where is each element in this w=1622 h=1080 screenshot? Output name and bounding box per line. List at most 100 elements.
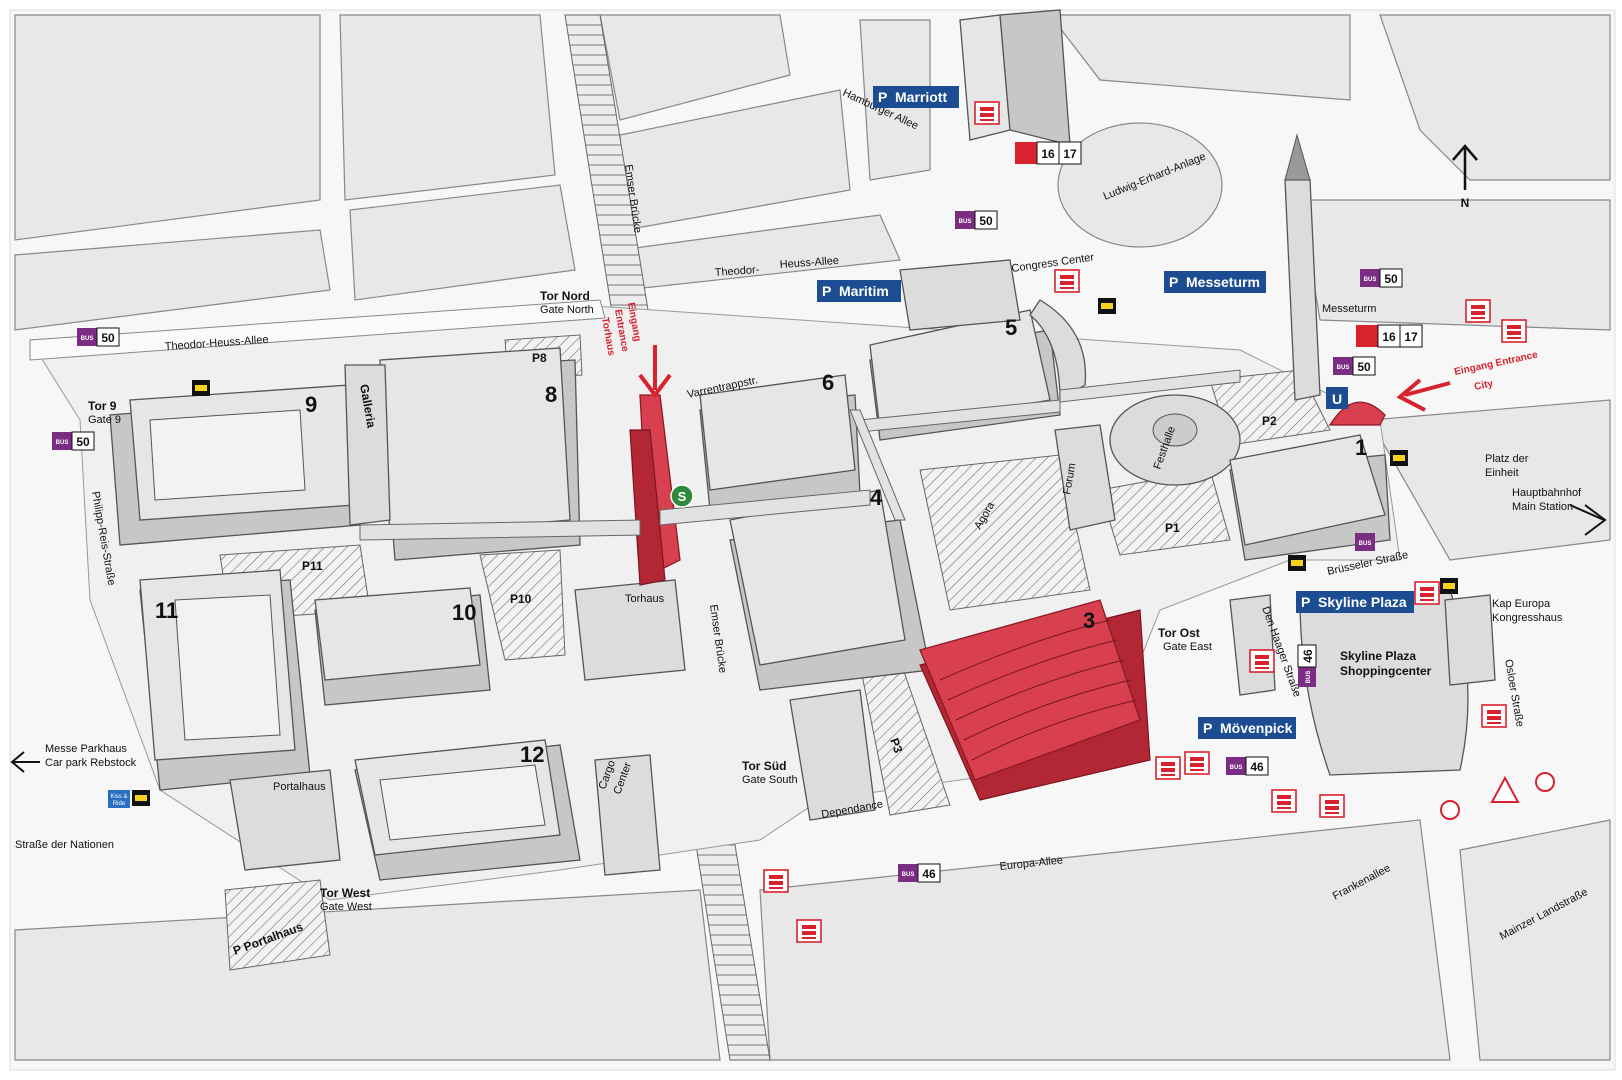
gate-tor-nord: Tor Nord: [540, 289, 590, 303]
taxi-stand-portalhaus: [132, 790, 150, 806]
bus-stop-50-nw: 50: [77, 327, 120, 347]
svg-text:17: 17: [1063, 147, 1077, 161]
gate-gate-9: Gate 9: [88, 414, 121, 426]
hall-6: [699, 374, 861, 511]
taxi-stand-bruesseler: [1288, 555, 1306, 571]
svg-text:P: P: [1203, 720, 1212, 736]
gate-gate-south: Gate South: [742, 774, 798, 786]
galleria-building: [344, 364, 391, 526]
place-messe-parkhaus-1: Messe Parkhaus: [45, 743, 127, 755]
svg-text:Mövenpick: Mövenpick: [1220, 720, 1293, 736]
svg-text:P: P: [822, 283, 831, 299]
forum-building: [1054, 424, 1116, 531]
skyline-plaza-building: [1299, 589, 1469, 776]
parking-p2: P2: [1262, 414, 1277, 428]
parking-sign-marriott: P Marriott: [873, 86, 959, 108]
bus-stop-46-europa-allee: 46: [898, 863, 941, 883]
taxi-stand-hall1: [1390, 450, 1408, 466]
hall-3: [919, 599, 1151, 801]
gate-tor-west: Tor West: [320, 886, 370, 900]
taxi-stand-congress: [1098, 298, 1116, 314]
hall-1: [1229, 434, 1391, 561]
hotel-icon-den-haager: [1249, 649, 1275, 673]
svg-text:46: 46: [1250, 760, 1264, 774]
svg-text:Messeturm: Messeturm: [1186, 274, 1260, 290]
taxi-stand-skyline: [1440, 578, 1458, 594]
s-bahn-station: S: [670, 484, 694, 508]
svg-text:Maritim: Maritim: [839, 283, 889, 299]
festhalle-building: [1109, 394, 1241, 486]
walkways: [359, 369, 1241, 541]
street-theodor-heuss-allee-east-2: Heuss-Allee: [779, 255, 839, 271]
svg-text:16: 16: [1041, 147, 1055, 161]
svg-text:Marriott: Marriott: [895, 89, 947, 105]
bus-stop-hall1: [1355, 533, 1375, 551]
hall-number-1: 1: [1355, 435, 1367, 460]
svg-text:50: 50: [979, 214, 993, 228]
svg-text:50: 50: [76, 435, 90, 449]
parkhaus-arrow: [10, 751, 40, 773]
svg-text:50: 50: [1384, 272, 1398, 286]
svg-text:Skyline Plaza: Skyline Plaza: [1318, 594, 1407, 610]
north-label: N: [1461, 196, 1470, 210]
hotel-icon-maritim: [1054, 269, 1080, 293]
hotel-icon-marriott: [974, 101, 1000, 125]
svg-text:U: U: [1332, 391, 1342, 407]
svg-text:P: P: [1301, 594, 1310, 610]
hotel-icon-south-1: [1271, 789, 1297, 813]
kiss-and-ride: Kiss & Ride: [108, 790, 130, 808]
parking-p10: P10: [510, 592, 532, 606]
hall-5: [869, 299, 1087, 441]
gate-tor-sued: Tor Süd: [742, 759, 786, 773]
hall-number-12: 12: [520, 742, 544, 767]
dependance-building: [789, 689, 876, 821]
hall-10: [314, 587, 491, 706]
svg-text:46: 46: [922, 867, 936, 881]
hall-number-9: 9: [305, 392, 317, 417]
hotel-icon-sw-1: [763, 869, 789, 893]
place-hauptbahnhof-2: Main Station: [1512, 501, 1573, 513]
kap-europa-building: [1444, 594, 1496, 686]
parking-sign-maritim: P Maritim: [817, 280, 901, 302]
tram-stop-messeturm: 16 17: [1356, 324, 1423, 348]
hall-number-8: 8: [545, 382, 557, 407]
hall-number-11: 11: [155, 598, 178, 623]
torhaus-entrance-arrow: [638, 345, 672, 399]
main-station-arrow: [1569, 504, 1607, 536]
svg-text:50: 50: [101, 331, 115, 345]
bus-stop-46-moevenpick: 46: [1226, 756, 1269, 776]
svg-text:Kiss &: Kiss &: [110, 794, 127, 800]
hall-number-5: 5: [1005, 315, 1017, 340]
parking-sign-messeturm: P Messeturm: [1164, 271, 1266, 293]
svg-text:17: 17: [1404, 330, 1418, 344]
u-bahn-station: U: [1326, 387, 1348, 409]
hall-12: [354, 739, 581, 881]
hall-11: [139, 569, 311, 791]
place-platz-der-einheit-2: Einheit: [1485, 467, 1519, 479]
cargo-center-building: [594, 754, 661, 876]
congress-center-building: [899, 259, 1021, 331]
parking-sign-moevenpick: P Mövenpick: [1198, 717, 1296, 739]
bus-stop-50-messeturm: 50: [1360, 268, 1403, 288]
gate-gate-west: Gate West: [320, 901, 372, 913]
parking-p11: P11: [302, 559, 323, 573]
hotel-icon-skyline: [1414, 581, 1440, 605]
place-platz-der-einheit-1: Platz der: [1485, 453, 1529, 465]
place-skyline-mall-2: Shoppingcenter: [1340, 664, 1432, 678]
gate-gate-east: Gate East: [1163, 641, 1212, 653]
svg-text:50: 50: [1357, 360, 1371, 374]
messeturm-tower: [1284, 133, 1321, 401]
parking-p8: P8: [532, 351, 547, 365]
hall-4: [729, 489, 931, 691]
parking-p3: P3: [887, 736, 905, 755]
torhaus-entrance-highlight: [629, 394, 681, 586]
taxi-stand-hall9: [192, 380, 210, 396]
north-arrow: N: [1452, 144, 1478, 210]
parking-sign-skyline-plaza: P Skyline Plaza: [1296, 591, 1414, 613]
svg-text:46: 46: [1301, 649, 1315, 663]
hall-9: [109, 384, 361, 546]
place-messe-parkhaus-2: Car park Rebstock: [45, 757, 137, 769]
tram-stop-marriott: 16 17: [1015, 141, 1082, 165]
place-skyline-mall-1: Skyline Plaza: [1340, 649, 1416, 663]
